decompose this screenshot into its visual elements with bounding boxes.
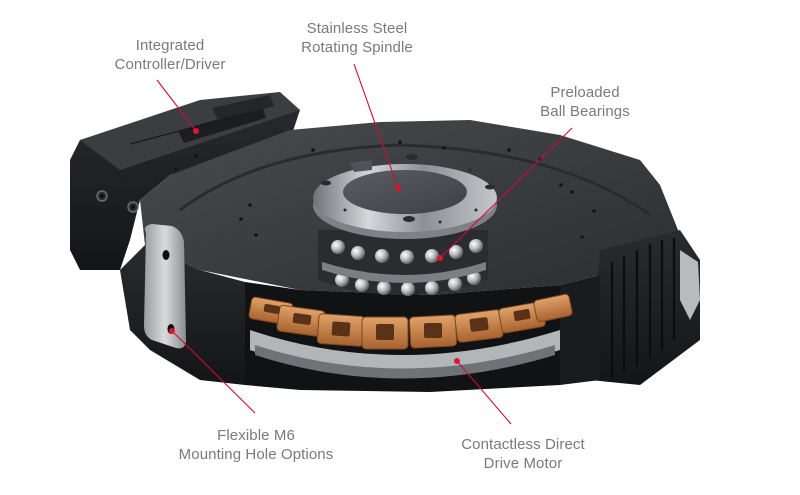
mounting-plate <box>144 224 186 349</box>
callout-label-mounting: Flexible M6 Mounting Hole Options <box>179 426 334 464</box>
controller-housing <box>70 92 300 270</box>
callout-label-line: Preloaded <box>550 84 620 101</box>
callout-label-line: Flexible M6 <box>217 427 295 444</box>
callout-label-line: Stainless Steel <box>306 20 408 37</box>
callout-label-bearings: Preloaded Ball Bearings <box>540 83 630 121</box>
callout-dots <box>169 128 460 364</box>
callout-label-line: Contactless Direct <box>461 436 585 453</box>
spindle-assembly <box>313 154 497 296</box>
callout-line-controller <box>156 79 197 132</box>
spindle-bore <box>343 170 467 214</box>
callout-label-controller: Integrated Controller/Driver <box>115 36 226 74</box>
callout-dot-icon <box>169 328 175 334</box>
callout-label-spindle: Stainless Steel Rotating Spindle <box>301 19 413 57</box>
motor-stator <box>248 293 573 379</box>
mounting-hole-icon <box>162 250 170 260</box>
controller-label-plate <box>178 106 266 143</box>
callout-dot-icon <box>454 358 460 364</box>
callout-dot-icon <box>395 185 401 191</box>
callout-dot-icon <box>193 128 199 134</box>
callout-label-line: Mounting Hole Options <box>178 446 334 463</box>
bearing-balls-upper <box>331 239 483 264</box>
callout-lines <box>156 63 573 425</box>
callout-line-spindle <box>353 63 399 189</box>
callout-label-line: Drive Motor <box>483 455 563 472</box>
callout-label-line: Ball Bearings <box>540 103 630 120</box>
callout-label-motor: Contactless Direct Drive Motor <box>461 435 585 473</box>
bearing-balls-lower <box>335 271 481 296</box>
callout-label-line: Integrated <box>135 37 205 54</box>
heatsink-fins <box>590 230 700 385</box>
callout-label-line: Controller/Driver <box>114 56 226 73</box>
callout-label-line: Rotating Spindle <box>301 39 413 56</box>
callout-line-mounting <box>171 330 256 414</box>
callout-line-bearings <box>439 127 573 259</box>
callout-dot-icon <box>437 255 443 261</box>
callout-line-motor <box>456 360 512 425</box>
